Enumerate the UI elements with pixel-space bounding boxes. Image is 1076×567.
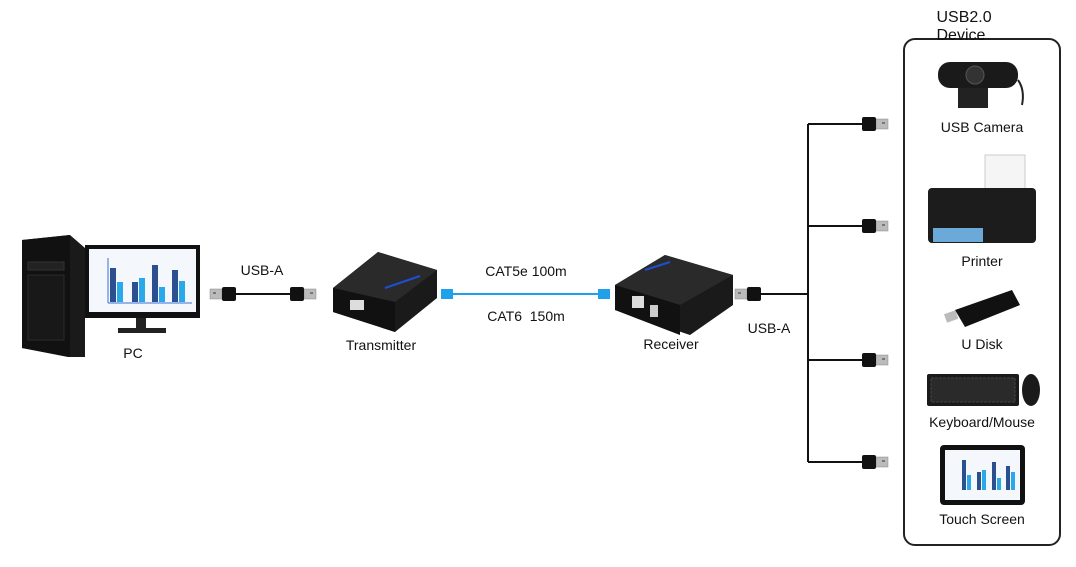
pc-label: PC [123, 345, 143, 361]
monitor-icon [85, 245, 200, 333]
device-label-keyboard-mouse: Keyboard/Mouse [929, 414, 1035, 430]
printer-icon [928, 154, 1036, 243]
device-label-udisk: U Disk [961, 336, 1003, 352]
usb-device-group-frame [903, 38, 1061, 546]
webcam-icon [938, 62, 1024, 108]
tablet-touch-screen-icon [940, 445, 1025, 505]
device-label-camera: USB Camera [940, 119, 1024, 135]
cable-spec-cat5e: CAT5e 100m [485, 263, 567, 279]
device-label-touch-screen: Touch Screen [939, 511, 1025, 527]
receiver-device-icon [615, 255, 733, 335]
usb-a-label-left: USB-A [240, 262, 284, 278]
usb-a-label-right: USB-A [747, 320, 791, 336]
transmitter-device-icon [333, 252, 437, 332]
network-cable [441, 289, 610, 299]
keyboard-mouse-icon [927, 374, 1040, 406]
usb-cable-pc-tx [209, 286, 317, 302]
device-label-printer: Printer [961, 253, 1003, 269]
usb-bus [734, 116, 889, 470]
usb-flash-drive-icon [943, 290, 1020, 327]
transmitter-label: Transmitter [345, 337, 417, 353]
cable-spec-cat6: CAT6 150m [487, 308, 565, 324]
device-group-title: USB2.0 Device [936, 9, 992, 44]
receiver-label: Receiver [643, 336, 699, 352]
pc-tower-icon [22, 235, 85, 357]
